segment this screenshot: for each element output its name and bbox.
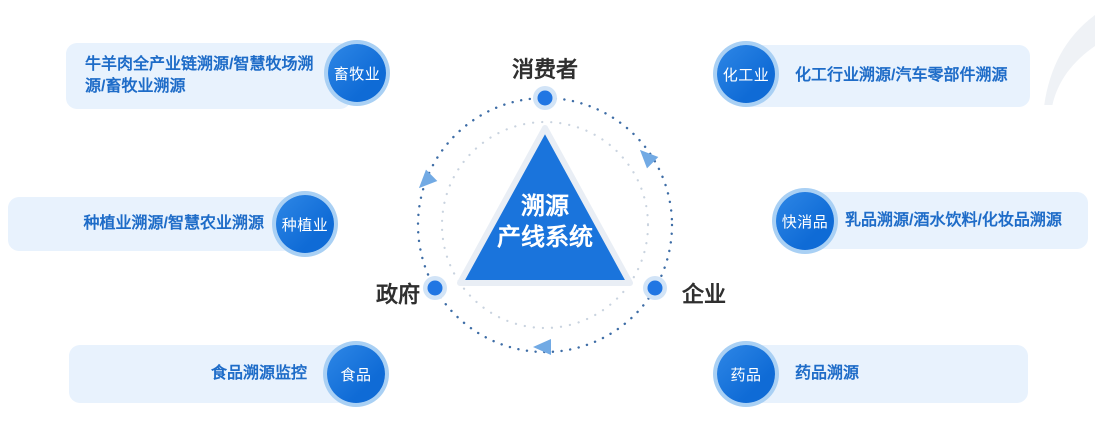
industry-badge-pharma: 药品 bbox=[717, 345, 775, 403]
industry-card-chemical: 化工行业溯源/汽车零部件溯源 bbox=[741, 45, 1030, 107]
triangle-label-line2: 产线系统 bbox=[497, 224, 593, 251]
orbit-svg bbox=[416, 86, 674, 355]
node-dot-consumer bbox=[533, 86, 557, 110]
node-dot-enterprise bbox=[643, 276, 667, 300]
industry-card-pharma: 药品溯源 bbox=[741, 345, 1028, 403]
industry-text-pharma: 药品溯源 bbox=[795, 365, 860, 382]
industry-text-animal-husbandry: 牛羊肉全产业链溯源/智慧牧场溯源/畜牧业溯源 bbox=[85, 56, 314, 95]
node-label-consumer: 消费者 bbox=[511, 57, 578, 82]
rotation-arrow-bottom bbox=[533, 339, 551, 355]
industry-text-chemical: 化工行业溯源/汽车零部件溯源 bbox=[795, 67, 1008, 84]
industry-card-planting: 种植业溯源/智慧农业溯源 bbox=[8, 197, 310, 251]
industry-card-fmcg: 乳品溯源/酒水饮料/化妆品溯源 bbox=[789, 192, 1088, 249]
node-dot-government bbox=[423, 276, 447, 300]
triangle-label-line1: 溯源 bbox=[521, 193, 569, 220]
industry-card-animal-husbandry: 牛羊肉全产业链溯源/智慧牧场溯源/畜牧业溯源 bbox=[66, 43, 351, 109]
industry-badge-animal-husbandry: 畜牧业 bbox=[328, 44, 386, 102]
industry-badge-chemical: 化工业 bbox=[717, 45, 775, 103]
industry-text-food: 食品溯源监控 bbox=[210, 365, 307, 382]
rotation-arrow-left bbox=[418, 169, 438, 189]
triangle-label: 溯源 产线系统 bbox=[465, 191, 625, 253]
corner-swoosh bbox=[1044, 15, 1095, 105]
industry-text-planting: 种植业溯源/智慧农业溯源 bbox=[83, 215, 264, 232]
industry-card-food: 食品溯源监控 bbox=[69, 345, 349, 403]
node-label-enterprise: 企业 bbox=[682, 282, 727, 307]
inner-dotted-circle bbox=[440, 120, 650, 330]
industry-badge-food: 食品 bbox=[327, 345, 385, 403]
node-label-government: 政府 bbox=[375, 282, 420, 307]
rotation-arrow-top-right bbox=[639, 149, 659, 169]
industry-badge-fmcg: 快消品 bbox=[776, 192, 834, 250]
swoosh-shape bbox=[1044, 15, 1095, 105]
industry-badge-planting: 种植业 bbox=[276, 195, 334, 253]
center-triangle bbox=[457, 125, 633, 286]
industry-text-fmcg: 乳品溯源/酒水饮料/化妆品溯源 bbox=[845, 211, 1062, 229]
